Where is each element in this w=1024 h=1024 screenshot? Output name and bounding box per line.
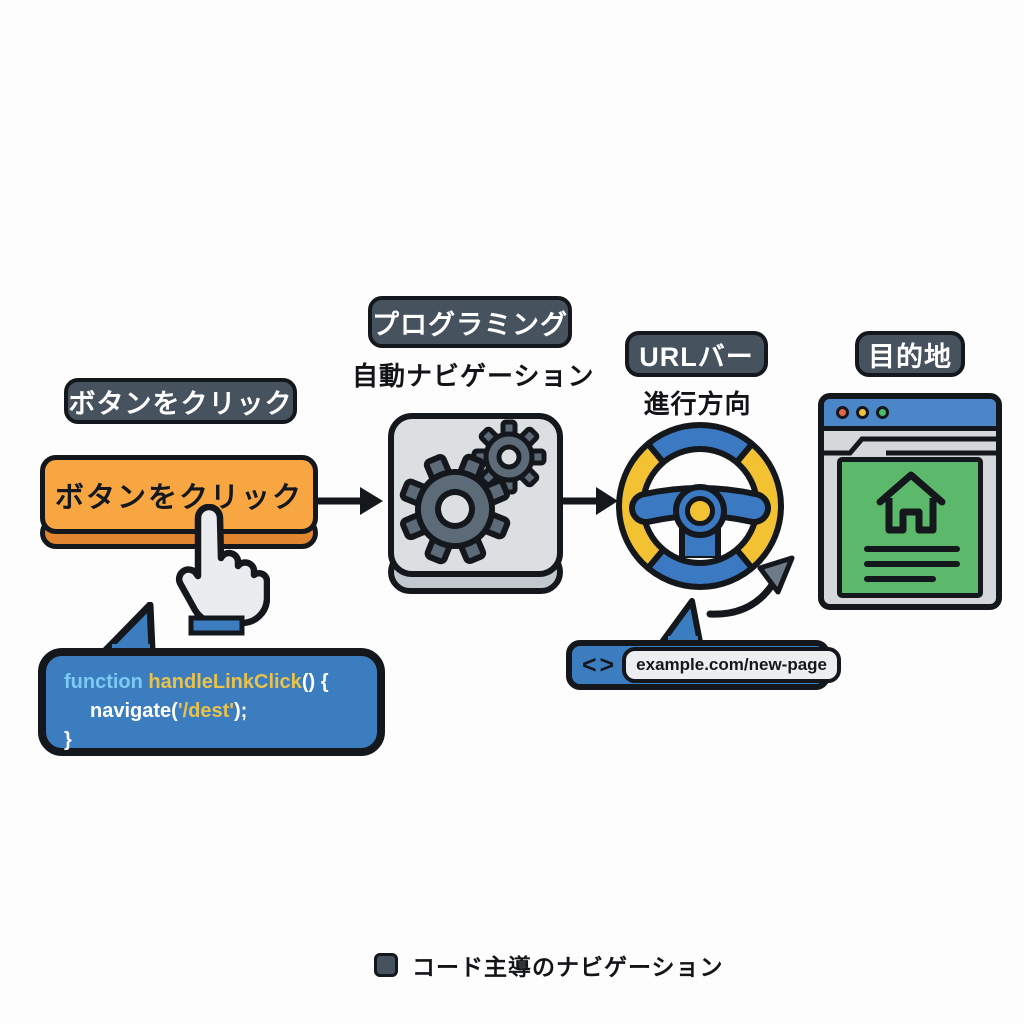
step3-badge-label: URLバー: [639, 341, 754, 372]
legend-label: コード主導のナビゲーション: [412, 954, 724, 980]
legend-swatch-icon: [374, 953, 398, 977]
legend: コード主導のナビゲーション: [374, 948, 724, 982]
text-line: [864, 576, 936, 582]
url-text: example.com/new-page: [622, 647, 841, 683]
yellow-dot-icon: [856, 406, 869, 419]
arrow-right-icon: [318, 487, 383, 515]
code-line-3: }: [64, 729, 72, 751]
text-line: [864, 561, 960, 567]
code-snippet-bubble: function handleLinkClick() { navigate('/…: [38, 648, 385, 756]
browser-window-icon: [818, 393, 1002, 610]
step2-badge: プログラミング: [368, 296, 572, 348]
green-dot-icon: [876, 406, 889, 419]
red-dot-icon: [836, 406, 849, 419]
browser-page-content: [837, 457, 983, 598]
browser-tab-lines: [824, 436, 996, 456]
click-button: ボタンをクリック: [40, 455, 318, 534]
step4-badge: 目的地: [855, 331, 965, 377]
step2-badge-label: プログラミング: [372, 309, 568, 340]
curved-arrow-icon: [706, 555, 795, 618]
code-line-2: navigate('/dest');: [90, 700, 248, 722]
click-button-label: ボタンをクリック: [54, 481, 303, 514]
code-brackets-icon: < >: [582, 650, 614, 679]
step1-badge-label: ボタンをクリック: [68, 388, 293, 419]
home-icon: [876, 471, 946, 534]
browser-titlebar: [824, 399, 996, 431]
arrow-right-icon: [560, 487, 618, 515]
url-bar-bubble: < > example.com/new-page: [566, 640, 841, 690]
cursor-hand-icon: [175, 504, 270, 636]
text-line: [864, 546, 960, 552]
gears-icon: [399, 419, 547, 565]
step4-badge-label: 目的地: [868, 341, 952, 372]
code-line-1: function handleLinkClick() {: [64, 671, 329, 693]
steering-wheel-icon: [616, 422, 784, 590]
step3-label: 進行方向: [643, 389, 752, 419]
step2-label: 自動ナビゲーション: [352, 361, 595, 391]
step1-badge: ボタンをクリック: [64, 378, 297, 424]
step3-badge: URLバー: [625, 331, 768, 377]
